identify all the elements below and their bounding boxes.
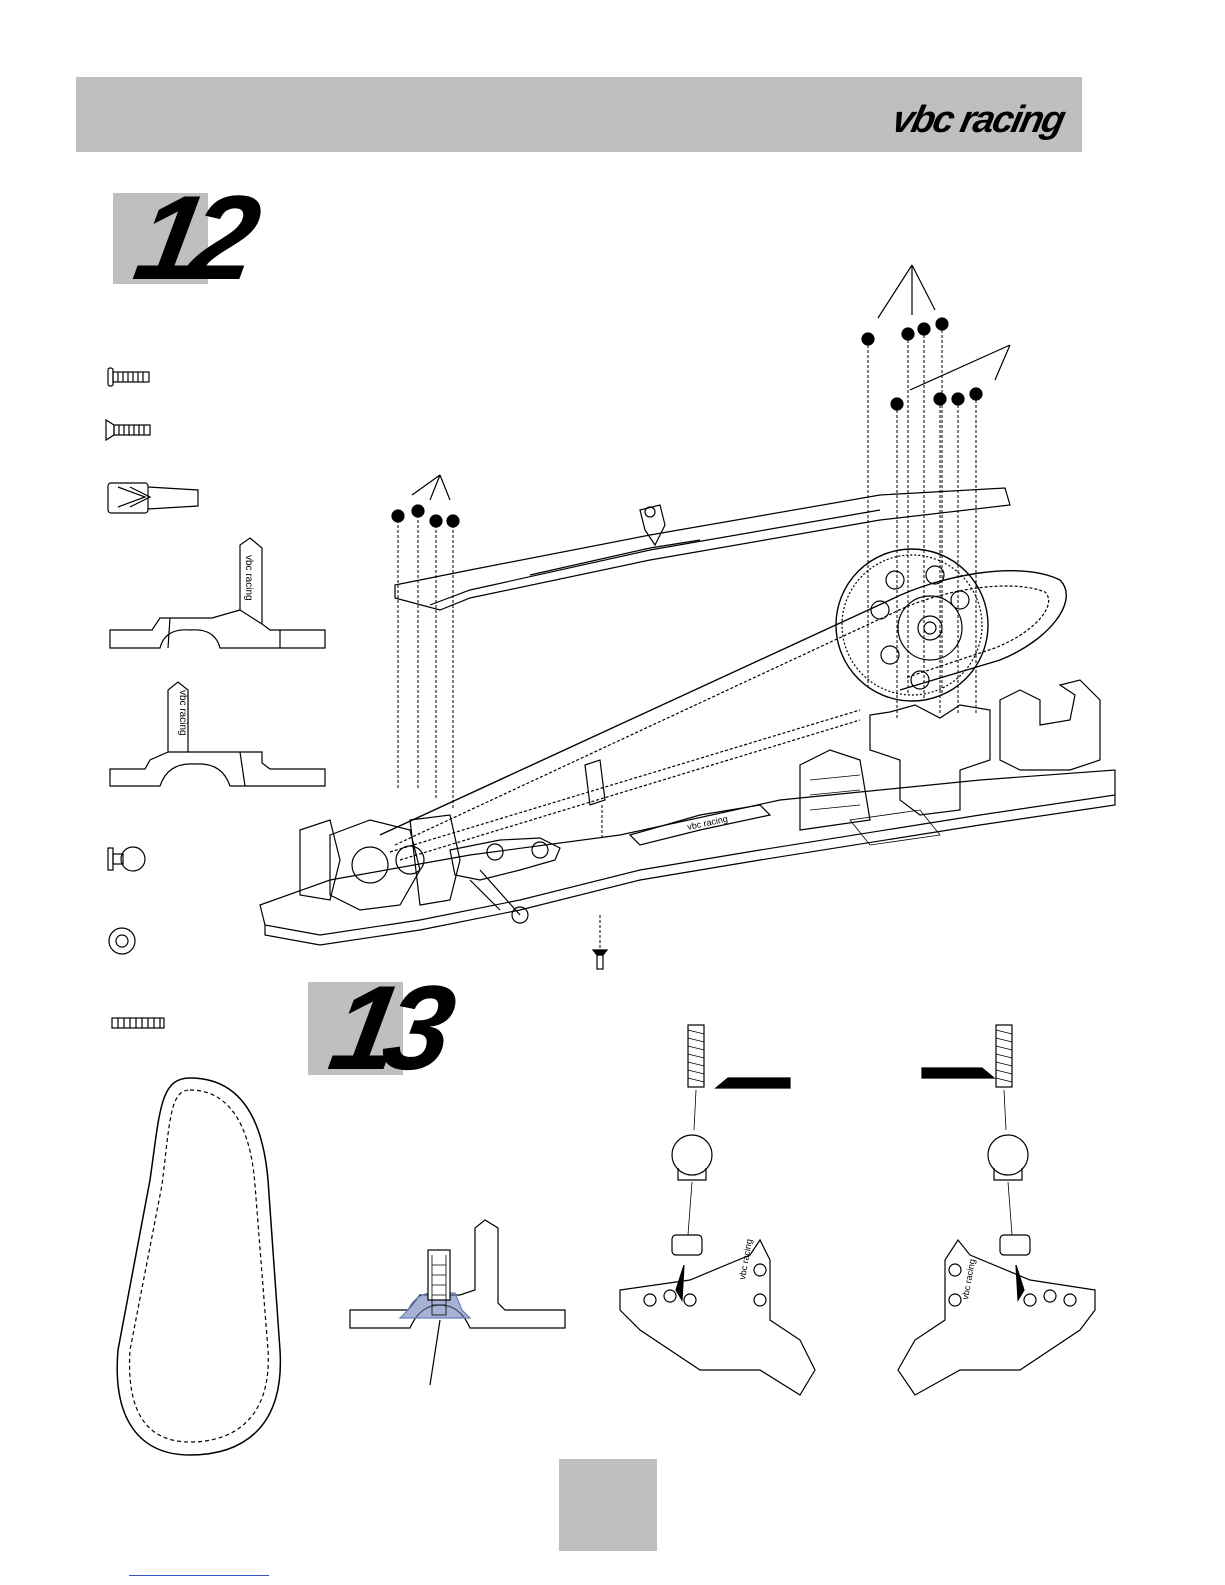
ball-stud-icon	[108, 847, 145, 871]
countersunk-screw-icon	[106, 420, 150, 440]
chassis-assembly: vbc racing	[260, 488, 1115, 945]
drive-belt-icon	[117, 1078, 280, 1455]
bulkhead-icon: vbc racing	[110, 538, 325, 648]
bulkhead-icon: vbc racing	[110, 682, 325, 786]
set-screw-icon	[112, 1018, 164, 1028]
button-head-screw-icon	[108, 368, 149, 386]
step-13-left-assembly: vbc racing	[620, 1025, 815, 1395]
washer-icon	[109, 928, 135, 954]
svg-text:vbc racing: vbc racing	[177, 690, 188, 736]
svg-text:vbc racing: vbc racing	[243, 555, 254, 601]
svg-text:vbc racing: vbc racing	[960, 1258, 977, 1300]
step-13-section-view	[350, 1220, 565, 1385]
svg-text:vbc racing: vbc racing	[737, 1238, 754, 1280]
step-12-screws	[392, 265, 1010, 969]
post-nut-icon	[108, 483, 198, 513]
step-13-right-assembly: vbc racing	[898, 1025, 1095, 1395]
